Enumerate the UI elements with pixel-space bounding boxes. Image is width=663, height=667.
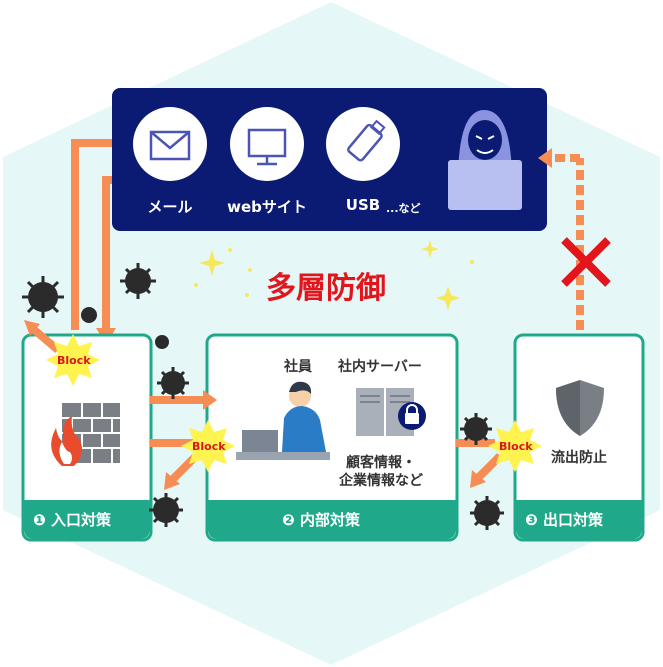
page-title: 多層防御: [266, 271, 386, 306]
arrow-to-internal: [203, 390, 217, 410]
website-label: webサイト: [227, 198, 307, 216]
mail-icon: [149, 130, 191, 161]
internal-text: 内部対策: [299, 511, 360, 529]
deflect-arrow-2: [164, 472, 180, 490]
block-burst-exit: [488, 420, 542, 472]
leak-prevention-label: 流出防止: [551, 450, 607, 466]
employee-label: 社員: [284, 359, 312, 375]
monitor-icon: [247, 128, 287, 166]
exit-label: ❸ 出口対策: [525, 509, 603, 530]
block-label-entrance: Block: [57, 354, 91, 367]
exit-number: ❸: [525, 511, 538, 529]
info-line-2: 企業情報など: [339, 473, 423, 489]
firewall-icon: [51, 403, 120, 466]
entrance-number: ❶: [33, 511, 46, 529]
server-label: 社内サーバー: [338, 359, 422, 375]
block-burst-internal: [181, 420, 235, 472]
deflect-arrow-1: [24, 320, 40, 336]
employee-icon: [236, 381, 330, 460]
info-line-1: 顧客情報・: [346, 455, 416, 471]
entrance-label: ❶ 入口対策: [33, 509, 111, 530]
usb-circle: [326, 107, 400, 181]
usb-icon: [347, 119, 386, 162]
internal-label: ❷ 内部対策: [282, 509, 360, 530]
website-circle: [230, 107, 304, 181]
exit-text: 出口対策: [542, 511, 603, 529]
internal-number: ❷: [282, 511, 295, 529]
lock-icon: [398, 402, 426, 430]
block-burst-entrance: [46, 334, 100, 386]
mail-label: メール: [147, 198, 193, 216]
hacker-icon: [448, 110, 522, 210]
mail-circle: [133, 107, 207, 181]
virus-spikes: [22, 263, 504, 530]
deflect-arrow-3: [470, 470, 486, 488]
block-label-exit: Block: [499, 440, 533, 453]
etc-label: ...など: [386, 202, 421, 215]
usb-label: USB: [345, 196, 381, 214]
attack-arrow-web: [102, 176, 112, 330]
entrance-text: 入口対策: [50, 511, 111, 529]
arrowhead-left: [538, 148, 552, 168]
block-label-internal: Block: [192, 440, 226, 453]
attack-arrow-mail: [71, 139, 112, 330]
blocked-x-icon: [561, 237, 611, 287]
shield-icon: [556, 380, 604, 436]
sparkles: [194, 240, 474, 310]
